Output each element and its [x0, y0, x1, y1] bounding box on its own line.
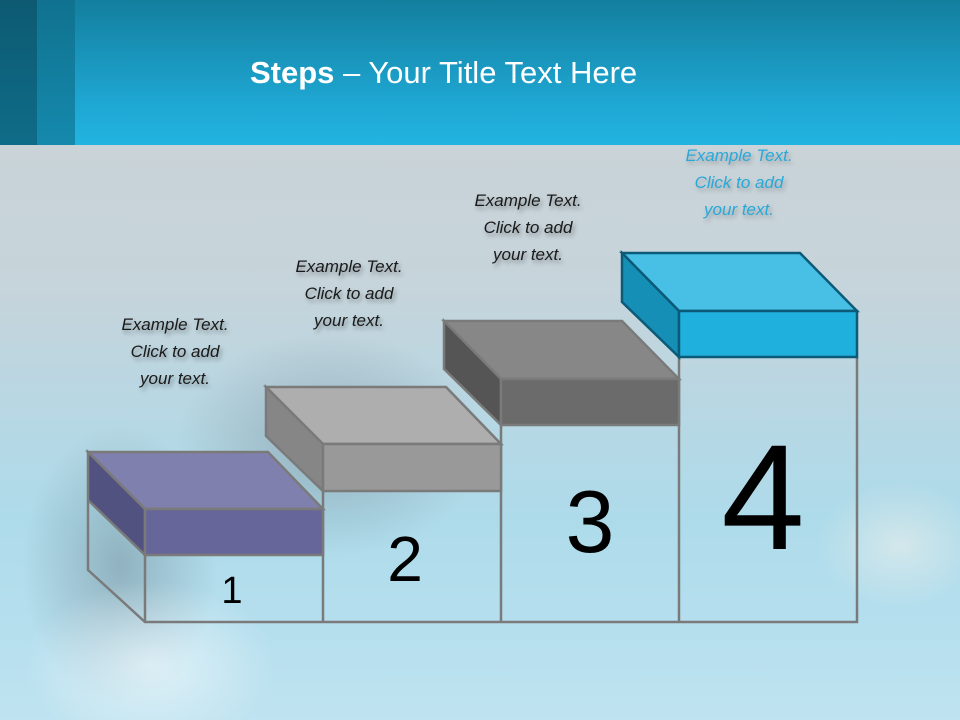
step-4-front-face	[677, 309, 859, 359]
step-4-text-line3: your text.	[704, 200, 774, 219]
step-3-text-line3: your text.	[493, 245, 563, 264]
step-2-text-line3: your text.	[314, 311, 384, 330]
step-1-text[interactable]: Example Text. Click to add your text.	[85, 311, 265, 392]
step-2-text-line2: Click to add	[304, 284, 394, 303]
header-accent-strip-dark	[0, 0, 37, 145]
step-block-4[interactable]	[619, 249, 860, 360]
step-4-text-line1: Example Text.	[685, 146, 793, 165]
step-block-1[interactable]	[84, 448, 326, 558]
step-1-text-line1: Example Text.	[121, 315, 229, 334]
slide-title-rest: – Your Title Text Here	[334, 55, 638, 90]
step-number-4: 4	[721, 413, 805, 581]
title-bar: Steps – Your Title Text Here	[0, 0, 960, 145]
step-2-front-face	[321, 442, 503, 493]
step-2-text-line1: Example Text.	[295, 257, 403, 276]
slide-title[interactable]: Steps – Your Title Text Here	[250, 55, 637, 91]
step-number-2: 2	[387, 523, 423, 595]
step-3-front-face	[499, 377, 681, 427]
step-number-1: 1	[221, 570, 243, 612]
step-1-front-face	[143, 507, 325, 557]
step-1-text-line3: your text.	[140, 369, 210, 388]
step-4-text-line2: Click to add	[694, 173, 784, 192]
step-number-3: 3	[565, 472, 615, 571]
step-2-text[interactable]: Example Text. Click to add your text.	[259, 253, 439, 334]
header-accent-strip-mid	[37, 0, 75, 145]
step-block-3[interactable]	[441, 317, 682, 428]
step-block-2[interactable]	[262, 383, 504, 494]
slide-title-bold: Steps	[250, 55, 335, 90]
step-3-text-line1: Example Text.	[474, 191, 582, 210]
step-3-text-line2: Click to add	[483, 218, 573, 237]
step-3-text[interactable]: Example Text. Click to add your text.	[438, 187, 618, 268]
step-4-text[interactable]: Example Text. Click to add your text.	[649, 142, 829, 223]
step-1-text-line2: Click to add	[130, 342, 220, 361]
